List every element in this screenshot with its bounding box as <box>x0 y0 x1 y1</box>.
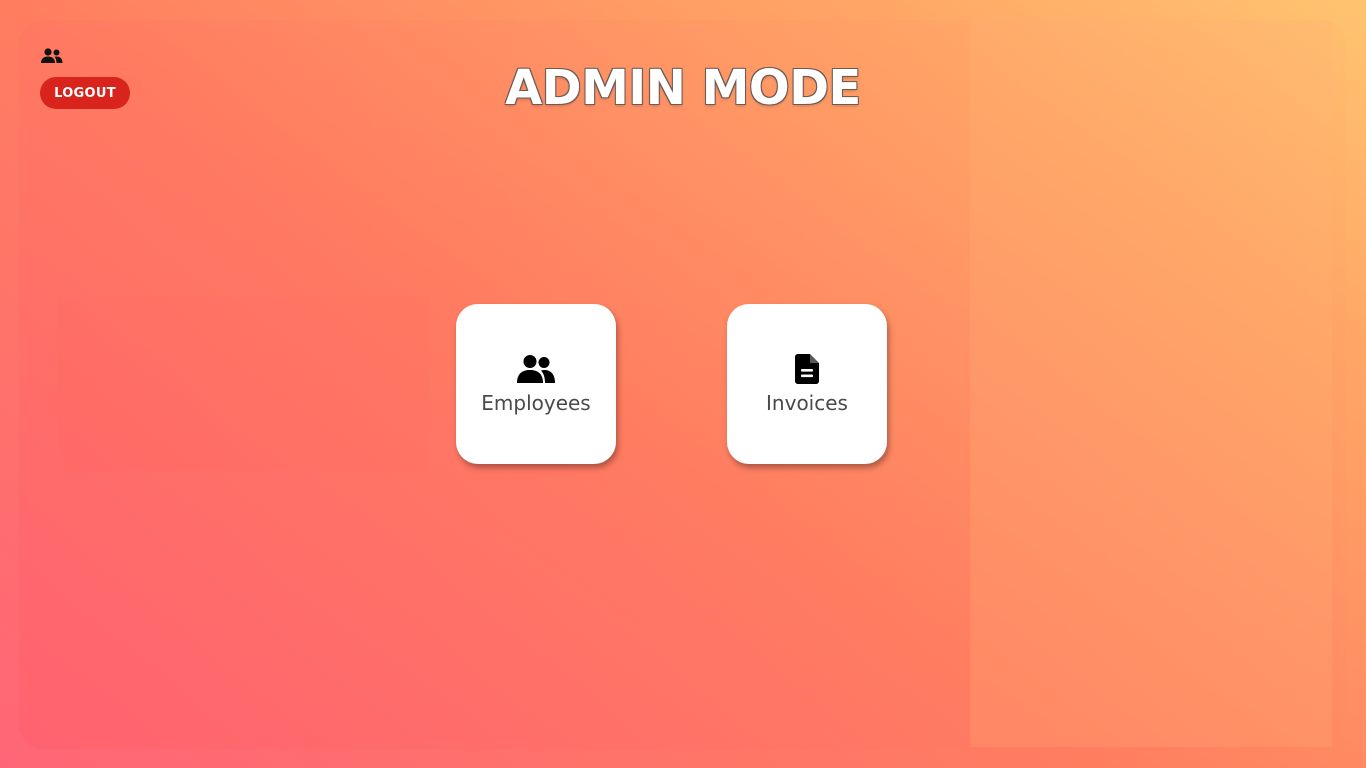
main-panel <box>19 20 1346 749</box>
employees-card-label: Employees <box>481 391 591 415</box>
file-document-icon <box>787 353 827 385</box>
right-panel <box>970 20 1332 747</box>
logout-button[interactable]: LOGOUT <box>40 77 130 109</box>
users-icon <box>516 353 556 385</box>
page-title: ADMIN MODE <box>505 60 861 116</box>
users-icon <box>41 46 63 66</box>
invoices-card[interactable]: Invoices <box>727 304 887 464</box>
invoices-card-label: Invoices <box>766 391 848 415</box>
left-panel <box>57 296 429 472</box>
employees-card[interactable]: Employees <box>456 304 616 464</box>
